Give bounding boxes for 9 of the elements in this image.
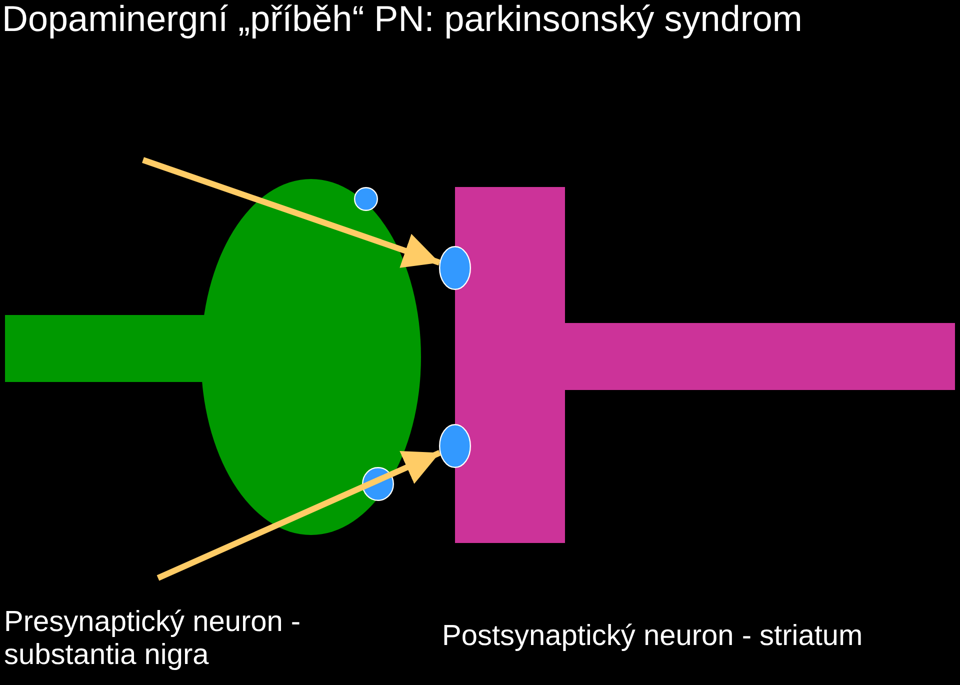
title: Dopaminergní „příběh“ PN: parkinsonský syndrom xyxy=(2,0,804,38)
arrow xyxy=(142,157,440,268)
neuron-caption: Presynaptický neuron - substantia nigra xyxy=(4,606,302,673)
receptor-dot xyxy=(439,246,471,290)
arrow xyxy=(156,450,441,581)
receptor-dot xyxy=(354,187,378,211)
neuron-caption: Postsynaptický neuron - striatum xyxy=(442,620,864,654)
receptor-dot xyxy=(362,467,394,501)
receptor-dot xyxy=(439,424,471,468)
